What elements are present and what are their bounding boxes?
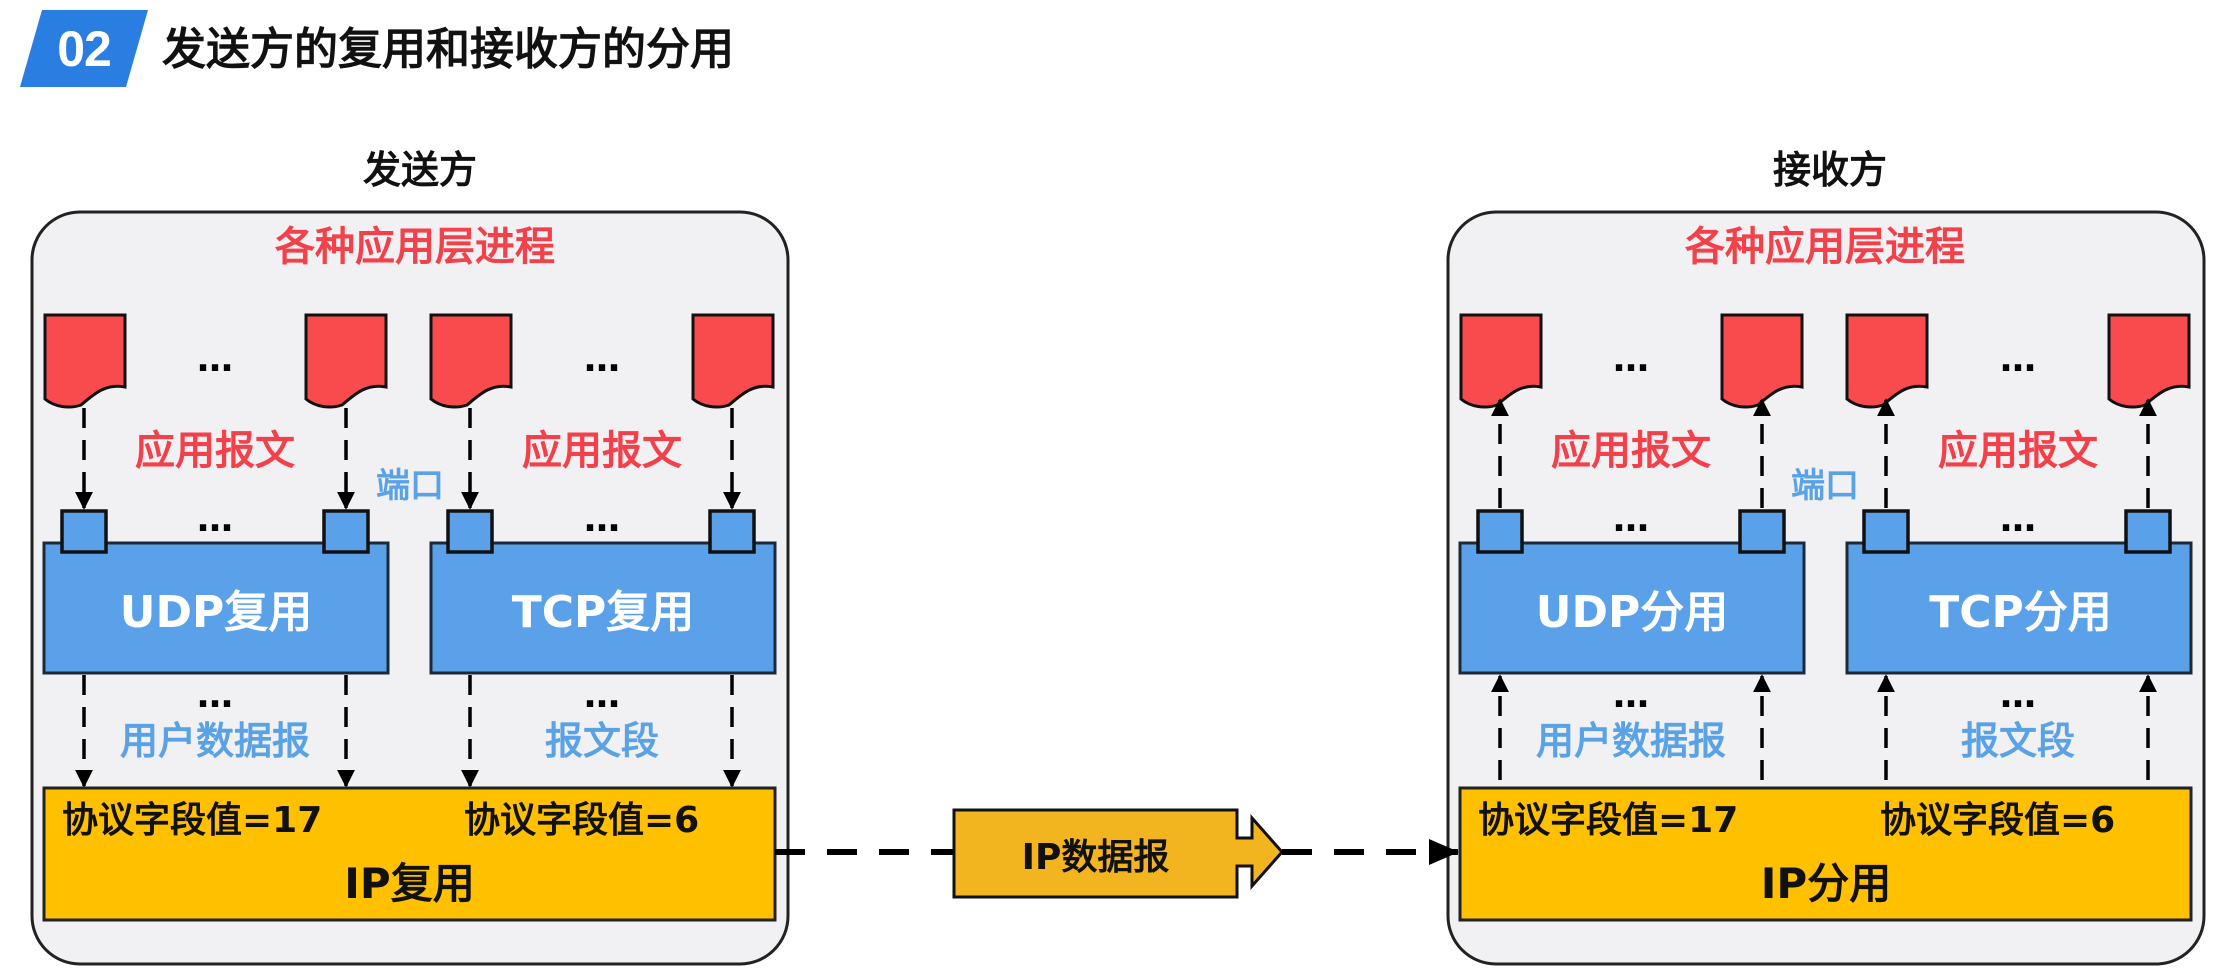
section-badge <box>20 10 148 87</box>
receiver-tcp-port-ellipsis: … <box>2000 499 2036 540</box>
ip-datagram-shape <box>952 808 1285 899</box>
sender-tcp-pdu-label: 报文段 <box>544 719 659 763</box>
sender-udp-port-ellipsis: … <box>197 499 233 540</box>
sender-tcp-process-ellipsis: … <box>584 339 620 380</box>
sender-title: 发送方 <box>362 148 477 192</box>
receiver-udp-box-shape <box>1458 541 1806 675</box>
receiver-ip-demux-label: IP分用 <box>1760 859 1892 908</box>
sender-udp-box-shape <box>42 541 390 675</box>
sender-tcp-box-shape <box>429 541 777 675</box>
receiver-ip-box-shape <box>1458 786 2193 922</box>
sender-port-icon <box>446 509 494 554</box>
receiver-tcp-pdu-ellipsis: … <box>2000 675 2036 716</box>
receiver-ip-tcp-protocol-field: 协议字段值=6 <box>1880 800 2116 841</box>
receiver-udp-demux-box: UDP分用 <box>1535 587 1729 638</box>
receiver-tcp-box-shape <box>1845 541 2193 675</box>
receiver-panel <box>1446 210 2206 966</box>
sender-ip-udp-protocol-field: 协议字段值=17 <box>62 800 323 841</box>
sender-udp-process-ellipsis: … <box>197 339 233 380</box>
receiver-udp-port-ellipsis: … <box>1613 499 1649 540</box>
sender-app-message-label-udp: 应用报文 <box>135 428 295 474</box>
receiver-port-icon <box>1862 509 1910 554</box>
sender-tcp-port-ellipsis: … <box>584 499 620 540</box>
sender-tcp-pdu-ellipsis: … <box>584 675 620 716</box>
receiver-app-message-label-udp: 应用报文 <box>1551 428 1711 474</box>
sender-ip-mux-label: IP复用 <box>344 859 475 908</box>
sender-udp-pdu-ellipsis: … <box>197 675 233 716</box>
section-number: 02 <box>57 20 112 77</box>
sender-port-icon <box>60 509 108 554</box>
receiver-app-message-label-tcp: 应用报文 <box>1938 428 2098 474</box>
receiver-tcp-pdu-label: 报文段 <box>1960 719 2075 763</box>
receiver-title: 接收方 <box>1772 148 1887 192</box>
sender-tcp-mux-box: TCP复用 <box>511 587 695 638</box>
sender-udp-pdu-label: 用户数据报 <box>119 719 310 763</box>
page-title: 发送方的复用和接收方的分用 <box>162 24 734 75</box>
sender-process-doc-icon <box>691 313 775 409</box>
receiver-port-label: 端口 <box>1791 466 1859 506</box>
receiver-tcp-demux-box: TCP分用 <box>1929 587 2112 638</box>
sender-process-doc-icon <box>304 313 388 409</box>
sender-port-icon <box>322 509 370 554</box>
receiver-processes-label: 各种应用层进程 <box>1685 224 1965 270</box>
sender-ip-tcp-protocol-field: 协议字段值=6 <box>464 800 700 841</box>
receiver-port-icon <box>1738 509 1786 554</box>
sender-port-icon <box>708 509 756 554</box>
sender-panel <box>30 210 790 966</box>
receiver-udp-process-ellipsis: … <box>1613 339 1649 380</box>
receiver-udp-pdu-ellipsis: … <box>1613 675 1649 716</box>
sender-port-label: 端口 <box>376 466 444 506</box>
section-badge-shape <box>20 10 148 87</box>
sender-process-doc-icon <box>43 313 127 409</box>
receiver-port-icon <box>2124 509 2172 554</box>
ip-datagram-label: IP数据报 <box>1021 836 1170 878</box>
sender-app-message-label-tcp: 应用报文 <box>522 428 682 474</box>
receiver-tcp-process-ellipsis: … <box>2000 339 2036 380</box>
receiver-ip-udp-protocol-field: 协议字段值=17 <box>1478 800 1739 841</box>
receiver-udp-pdu-label: 用户数据报 <box>1535 719 1726 763</box>
receiver-port-icon <box>1476 509 1524 554</box>
sender-processes-label: 各种应用层进程 <box>275 224 555 270</box>
sender-udp-mux-box: UDP复用 <box>119 587 313 638</box>
sender-process-doc-icon <box>429 313 513 409</box>
